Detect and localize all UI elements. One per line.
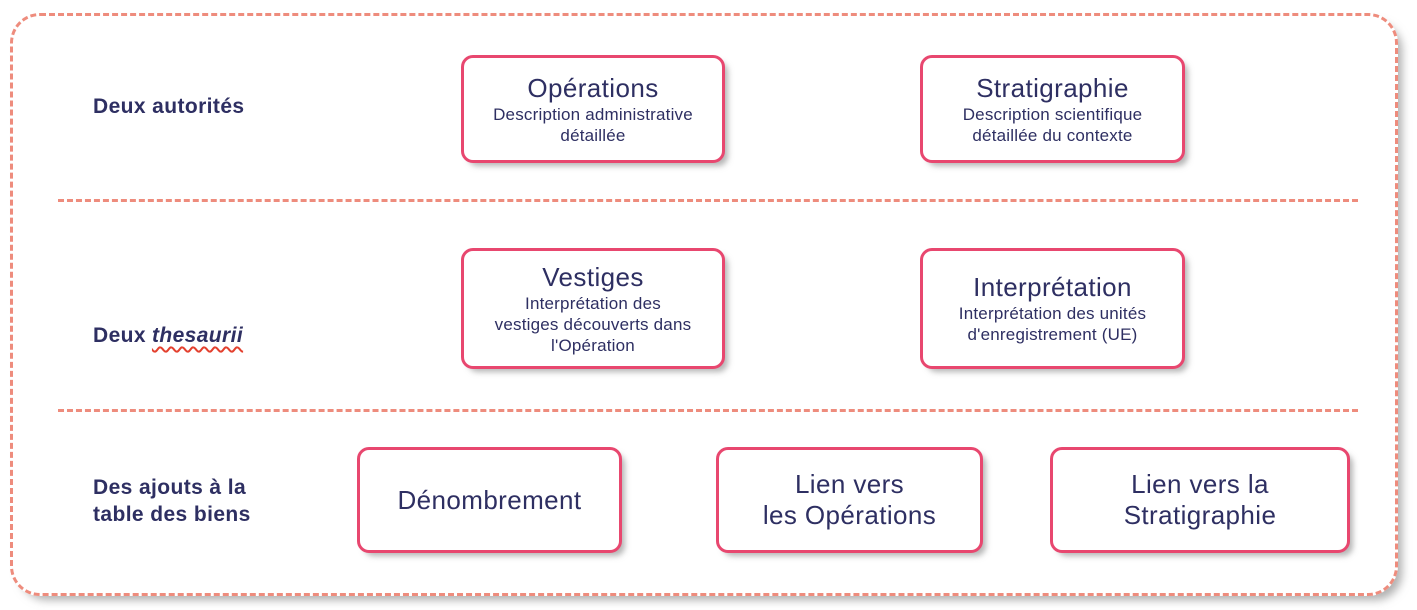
box-denombrement: Dénombrement [357, 447, 622, 553]
box-interpretation-title: Interprétation [973, 272, 1132, 302]
row-separator-1 [58, 199, 1358, 202]
box-operations-subtitle: Description administrative détaillée [493, 104, 693, 145]
box-lien-vers-operations: Lien vers les Opérations [716, 447, 983, 553]
box-interpretation-subtitle: Interprétation des unités d'enregistreme… [958, 304, 1147, 344]
row-label-thesaurii-italic: thesaurii [151, 324, 244, 347]
box-lien-vers-operations-title: Lien vers les Opérations [762, 469, 937, 530]
row-label-autorites: Deux autorités [93, 95, 245, 118]
dashed-panel-border [10, 13, 1398, 596]
box-vestiges-title: Vestiges [542, 261, 644, 292]
box-denombrement-title: Dénombrement [397, 484, 582, 515]
row-separator-2 [58, 409, 1358, 412]
box-lien-vers-stratigraphie-title: Lien vers la Stratigraphie [1123, 469, 1277, 530]
row-label-thesaurii-prefix: Deux [93, 324, 146, 347]
box-vestiges-subtitle: Interprétation des vestiges découverts d… [494, 293, 692, 355]
row-label-ajouts-table-biens: Des ajouts à la table des biens [93, 476, 251, 526]
box-operations-title: Opérations [527, 72, 659, 103]
box-operations: Opérations Description administrative dé… [461, 55, 725, 163]
box-stratigraphie: Stratigraphie Description scientifique d… [920, 55, 1185, 163]
box-interpretation: Interprétation Interprétation des unités… [920, 248, 1185, 369]
box-stratigraphie-title: Stratigraphie [976, 72, 1129, 103]
box-stratigraphie-subtitle: Description scientifique détaillée du co… [962, 104, 1143, 145]
box-vestiges: Vestiges Interprétation des vestiges déc… [461, 248, 725, 369]
box-lien-vers-stratigraphie: Lien vers la Stratigraphie [1050, 447, 1350, 553]
